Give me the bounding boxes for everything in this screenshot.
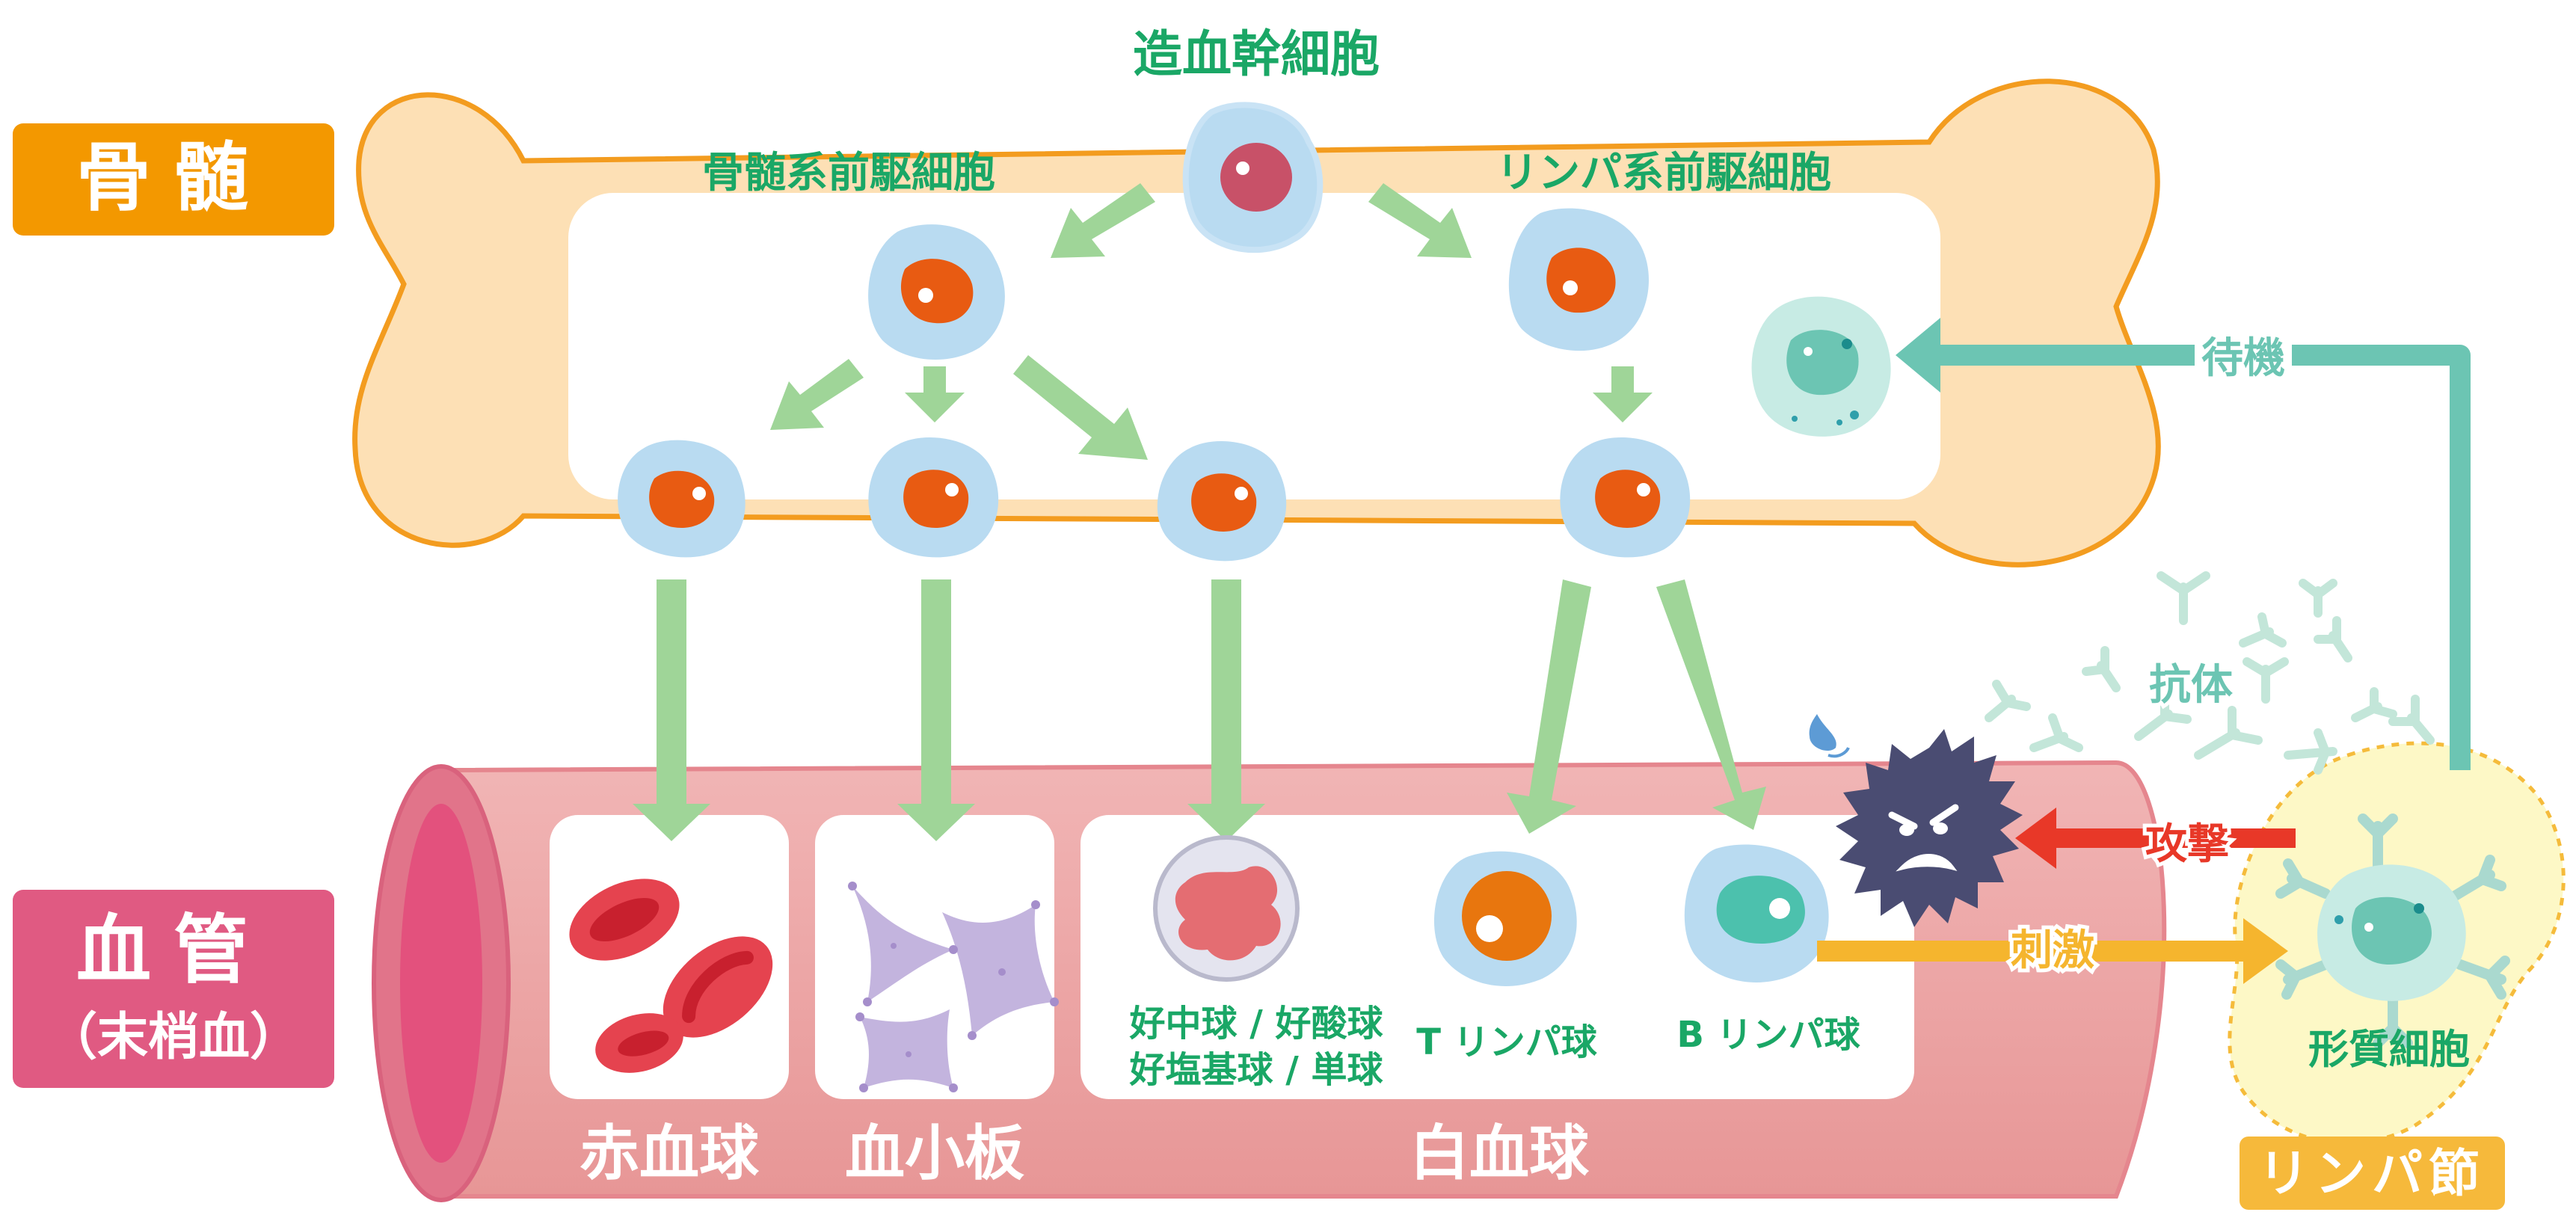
granulocyte-cell	[1153, 835, 1300, 982]
lymphoid-progenitor-label: リンパ系前駆細胞	[1496, 149, 1831, 197]
stimulus-label: 刺激	[2011, 926, 2094, 975]
arrow-myeloid-to-left	[770, 359, 864, 430]
lymph-node-label-box	[2240, 1137, 2505, 1210]
granulocyte-label-line2: 好塩基球 / 単球	[1129, 1049, 1384, 1091]
arrow-to-t-cell	[1507, 579, 1591, 834]
b-lymphocyte-cell	[1684, 844, 1829, 982]
standby-label: 待機	[2201, 334, 2285, 383]
attack-arrowhead	[2015, 808, 2056, 869]
arrow-to-b-cell	[1656, 579, 1766, 830]
vessel-lumen	[400, 804, 482, 1163]
arrow-hsc-to-myeloid	[1051, 183, 1155, 258]
bone-marrow-label: 骨髄	[76, 134, 271, 221]
standby-label-bg	[2195, 329, 2292, 381]
arrow-to-rbc	[633, 579, 710, 841]
hsc-cell	[1182, 102, 1324, 253]
arrow-myeloid-to-center	[905, 366, 965, 422]
pathogen-virus	[1809, 714, 2023, 927]
granulocyte-label-line1: 好中球 / 好酸球	[1129, 1003, 1384, 1045]
wbc-label: 白血球	[1410, 1119, 1590, 1188]
lymphoid-progenitor-cell	[1508, 208, 1649, 351]
stimulus-arrow-shaft	[1817, 941, 2251, 962]
attack-arrow-shaft	[2049, 828, 2296, 848]
myeloid-progenitor-label: 骨髄系前駆細胞	[702, 149, 995, 197]
attack-label: 攻撃	[2145, 820, 2229, 869]
precursor-platelet-cell	[868, 437, 999, 558]
hsc-label: 造血幹細胞	[1133, 25, 1380, 83]
precursor-granulocyte-cell	[1157, 441, 1287, 562]
arrow-to-granulocyte	[1187, 579, 1265, 841]
platelet-label: 血小板	[845, 1119, 1024, 1188]
antibody-label: 抗体	[2149, 661, 2233, 710]
precursor-lymphocyte-cell	[1560, 437, 1691, 558]
arrow-to-platelet	[897, 579, 975, 841]
blood-vessel-label: 血管	[76, 906, 271, 994]
differentiation-arrows	[633, 183, 1766, 841]
t-cell-label: T リンパ球	[1416, 1021, 1597, 1063]
lymph-node-label: リンパ節	[2258, 1145, 2486, 1204]
precursor-rbc-cell	[618, 440, 746, 558]
arrow-lymphoid-down	[1593, 366, 1653, 422]
arrow-hsc-to-lymphoid	[1368, 183, 1472, 258]
plasma-cell	[2275, 814, 2510, 1048]
blood-vessel-label-box	[13, 890, 334, 1088]
plasma-cell-label: 形質細胞	[2308, 1026, 2470, 1073]
rbc-label: 赤血球	[580, 1119, 760, 1188]
antibodies	[1985, 571, 2435, 775]
standby-arrow	[1922, 345, 2471, 770]
stimulus-arrowhead	[2243, 918, 2288, 984]
standby-arrowhead	[1896, 318, 1940, 393]
platelets	[848, 882, 1059, 1092]
t-lymphocyte-cell	[1433, 851, 1577, 986]
bone-marrow-label-box	[13, 123, 334, 236]
b-cell-label: B リンパ球	[1676, 1014, 1860, 1056]
peripheral-blood-label: （末梢血）	[46, 1008, 301, 1067]
red-blood-cells	[569, 879, 773, 1073]
myeloid-progenitor-cell	[868, 224, 1005, 360]
arrow-myeloid-to-right	[1013, 355, 1148, 460]
standby-memory-cell	[1751, 296, 1891, 437]
